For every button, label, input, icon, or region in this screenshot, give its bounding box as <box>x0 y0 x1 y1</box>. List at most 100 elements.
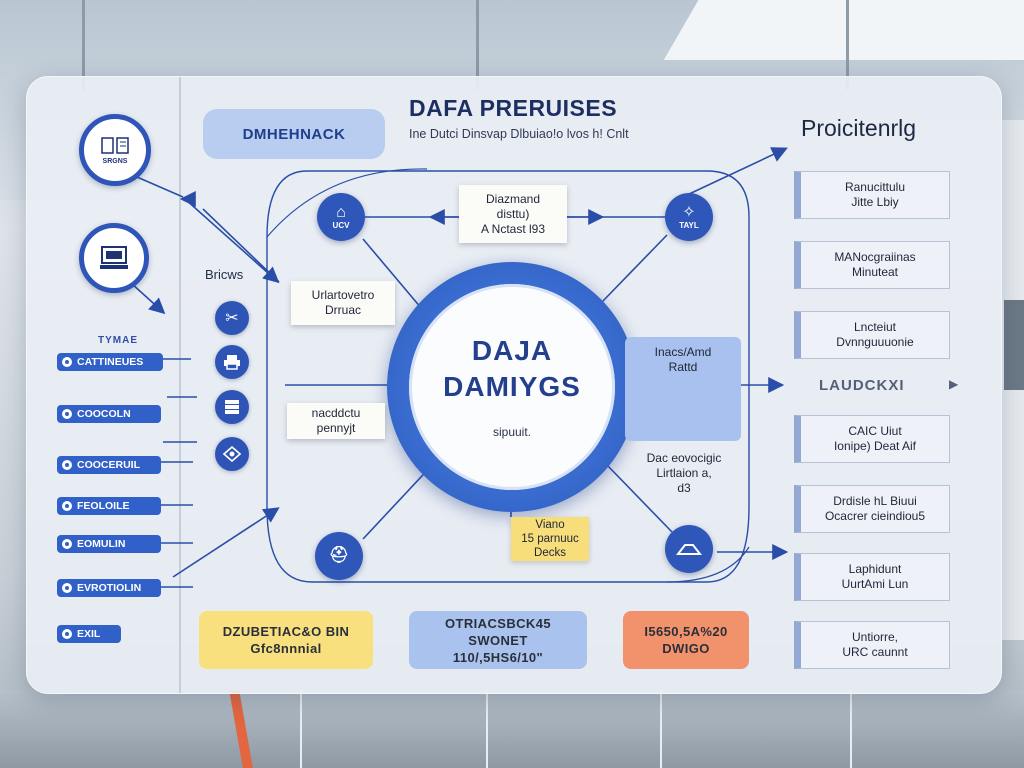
printer-icon[interactable] <box>215 345 249 379</box>
top-center-card: Diazmand disttu) A Nctast l93 <box>459 185 567 243</box>
box-line: SWONET <box>468 632 528 648</box>
eye-icon[interactable] <box>215 437 249 471</box>
output-line: Lncteiut <box>853 320 897 334</box>
book-icon-label: SRGNS <box>102 157 128 165</box>
output-line: Laphidunt <box>848 562 902 576</box>
bottom-left-node[interactable]: ⛑ <box>315 532 363 580</box>
output-box[interactable]: Laphidunt UurtAmi Lun <box>794 553 950 601</box>
box-line: Gfc8nnnial <box>250 641 322 656</box>
card-line: Urlartovetro <box>311 288 375 302</box>
note-line: 15 parnuuc <box>521 533 579 545</box>
outputs-title: Proicitenrlg <box>801 115 917 141</box>
output-line: Minuteat <box>851 265 899 279</box>
left-lower-card: nacddctu pennyjt <box>287 403 385 439</box>
page-subtitle: Ine Dutci Dinsvap Dlbuiao!o lvos h! Cnlt <box>409 127 629 141</box>
card-line: Drruac <box>324 303 361 317</box>
monitor-glyph <box>100 246 128 269</box>
output-line: UurtAmi Lun <box>841 577 909 591</box>
card-line: pennyjt <box>316 421 356 435</box>
top-left-node[interactable]: ⌂ UCV <box>317 193 365 241</box>
floor-line <box>300 690 302 768</box>
box-line: DZUBETIAC&O BIN <box>222 624 350 639</box>
output-line: Ocacrer cieindiou5 <box>824 509 926 523</box>
output-box[interactable]: Lncteiut Dvnnguuuonie <box>794 311 950 359</box>
top-right-node-label: TAYL <box>679 220 699 230</box>
cloud-glyph <box>676 544 702 555</box>
stack-glyph <box>225 400 239 414</box>
floor-line <box>850 690 852 768</box>
panel-divider <box>179 77 181 693</box>
output-line: Untiorre, <box>851 630 898 644</box>
bottom-blue-box[interactable]: OTRIACSBCK45 SWONET 110/,5HS6/10" <box>409 611 587 669</box>
output-line: Drdisle hL Biuui <box>833 494 917 508</box>
note-line: Viano <box>535 519 565 531</box>
floor-background <box>0 690 1024 768</box>
hat-icon: ⛑ <box>328 547 350 564</box>
output-box[interactable]: CAIC Uiut Ionipe) Deat Aif <box>794 415 950 463</box>
right-window <box>1004 300 1024 390</box>
card-line: Inacs/Amd <box>654 345 712 359</box>
left-list-item[interactable]: EVROTIOLIN <box>57 579 161 597</box>
book-icon[interactable]: SRGNS <box>79 114 151 186</box>
text-line: d3 <box>677 481 691 495</box>
top-right-node[interactable]: ✧ TAYL <box>665 193 713 241</box>
ceiling-beam <box>82 0 85 90</box>
ceiling-beam <box>476 0 479 90</box>
outputs-center-label: LAUDCKXI <box>819 377 905 394</box>
output-box[interactable]: Ranucittulu Jitte Lbiy <box>794 171 950 219</box>
top-left-node-label: UCV <box>332 220 350 230</box>
diagram-panel: DMHEHNACK DAFA PRERUISES Ine Dutci Dinsv… <box>26 76 1002 694</box>
output-line: CAIC Uiut <box>848 424 902 438</box>
output-box[interactable]: Drdisle hL Biuui Ocacrer cieindiou5 <box>794 485 950 533</box>
scissors-icon[interactable]: ✂ <box>215 301 249 335</box>
output-line: Ranucittulu <box>844 180 906 194</box>
hub-title-line1: DAJA <box>471 335 553 366</box>
bottom-yellow-box[interactable]: DZUBETIAC&O BIN Gfc8nnnial <box>199 611 373 669</box>
inputs-label: Bricws <box>205 267 244 282</box>
monitor-icon[interactable] <box>79 223 149 293</box>
output-box[interactable]: Untiorre, URC caunnt <box>794 621 950 669</box>
hub-title-line2: DAMIYGS <box>443 371 581 402</box>
left-list-item[interactable]: COOCERUIL <box>57 456 161 474</box>
left-list-item[interactable]: CATTINEUES <box>57 353 163 371</box>
text-line: Lirtlaion a, <box>656 466 712 480</box>
book-glyph <box>101 136 129 154</box>
card-line: A Nctast l93 <box>480 221 546 236</box>
output-line: Ionipe) Deat Aif <box>833 439 917 453</box>
hub-subtitle: sipuuit. <box>492 425 532 439</box>
bottom-right-node[interactable] <box>665 525 713 573</box>
left-list-item[interactable]: EXIL <box>57 625 121 643</box>
box-line: I5650,5A%20 <box>644 624 728 639</box>
output-line: MANocgraiinas <box>834 250 916 264</box>
floor-line <box>486 690 488 768</box>
left-list-item[interactable]: FEOLOILE <box>57 497 161 515</box>
output-box[interactable]: MANocgraiinas Minuteat <box>794 241 950 289</box>
left-list-item[interactable]: COOCOLN <box>57 405 161 423</box>
central-hub[interactable]: DAJA DAMIYGS sipuuit. <box>409 284 615 490</box>
page-title: DAFA PRERUISES <box>409 95 618 121</box>
right-lower-text: Dac eovocigic Lirtlaion a, d3 <box>625 451 743 496</box>
yellow-note: Viano 15 parnuuc Decks <box>511 517 589 561</box>
card-line: nacddctu <box>311 406 361 420</box>
ceiling-light <box>663 0 1024 60</box>
left-list-item[interactable]: EOMULIN <box>57 535 161 553</box>
output-line: URC caunnt <box>842 645 908 659</box>
left-list-heading: TYMAE <box>98 335 138 346</box>
header-badge: DMHEHNACK <box>203 109 385 159</box>
ceiling-beam <box>846 0 849 90</box>
printer-glyph <box>224 355 240 370</box>
note-line: Decks <box>534 547 566 559</box>
node-glyph-icon: ✧ <box>682 203 696 221</box>
bottom-red-box[interactable]: I5650,5A%20 DWIGO <box>623 611 749 669</box>
text-line: Dac eovocigic <box>646 451 722 465</box>
right-arrow-icon: ▶ <box>949 377 959 391</box>
box-line: 110/,5HS6/10" <box>452 649 544 665</box>
box-line: DWIGO <box>662 641 710 656</box>
stack-icon[interactable] <box>215 390 249 424</box>
output-line: Jitte Lbiy <box>851 195 899 209</box>
card-line: Rattd <box>668 360 698 374</box>
node-glyph-icon: ⌂ <box>336 203 346 221</box>
card-line: Diazmand <box>485 191 541 206</box>
card-line: disttu) <box>496 206 530 221</box>
floor-line <box>660 690 662 768</box>
